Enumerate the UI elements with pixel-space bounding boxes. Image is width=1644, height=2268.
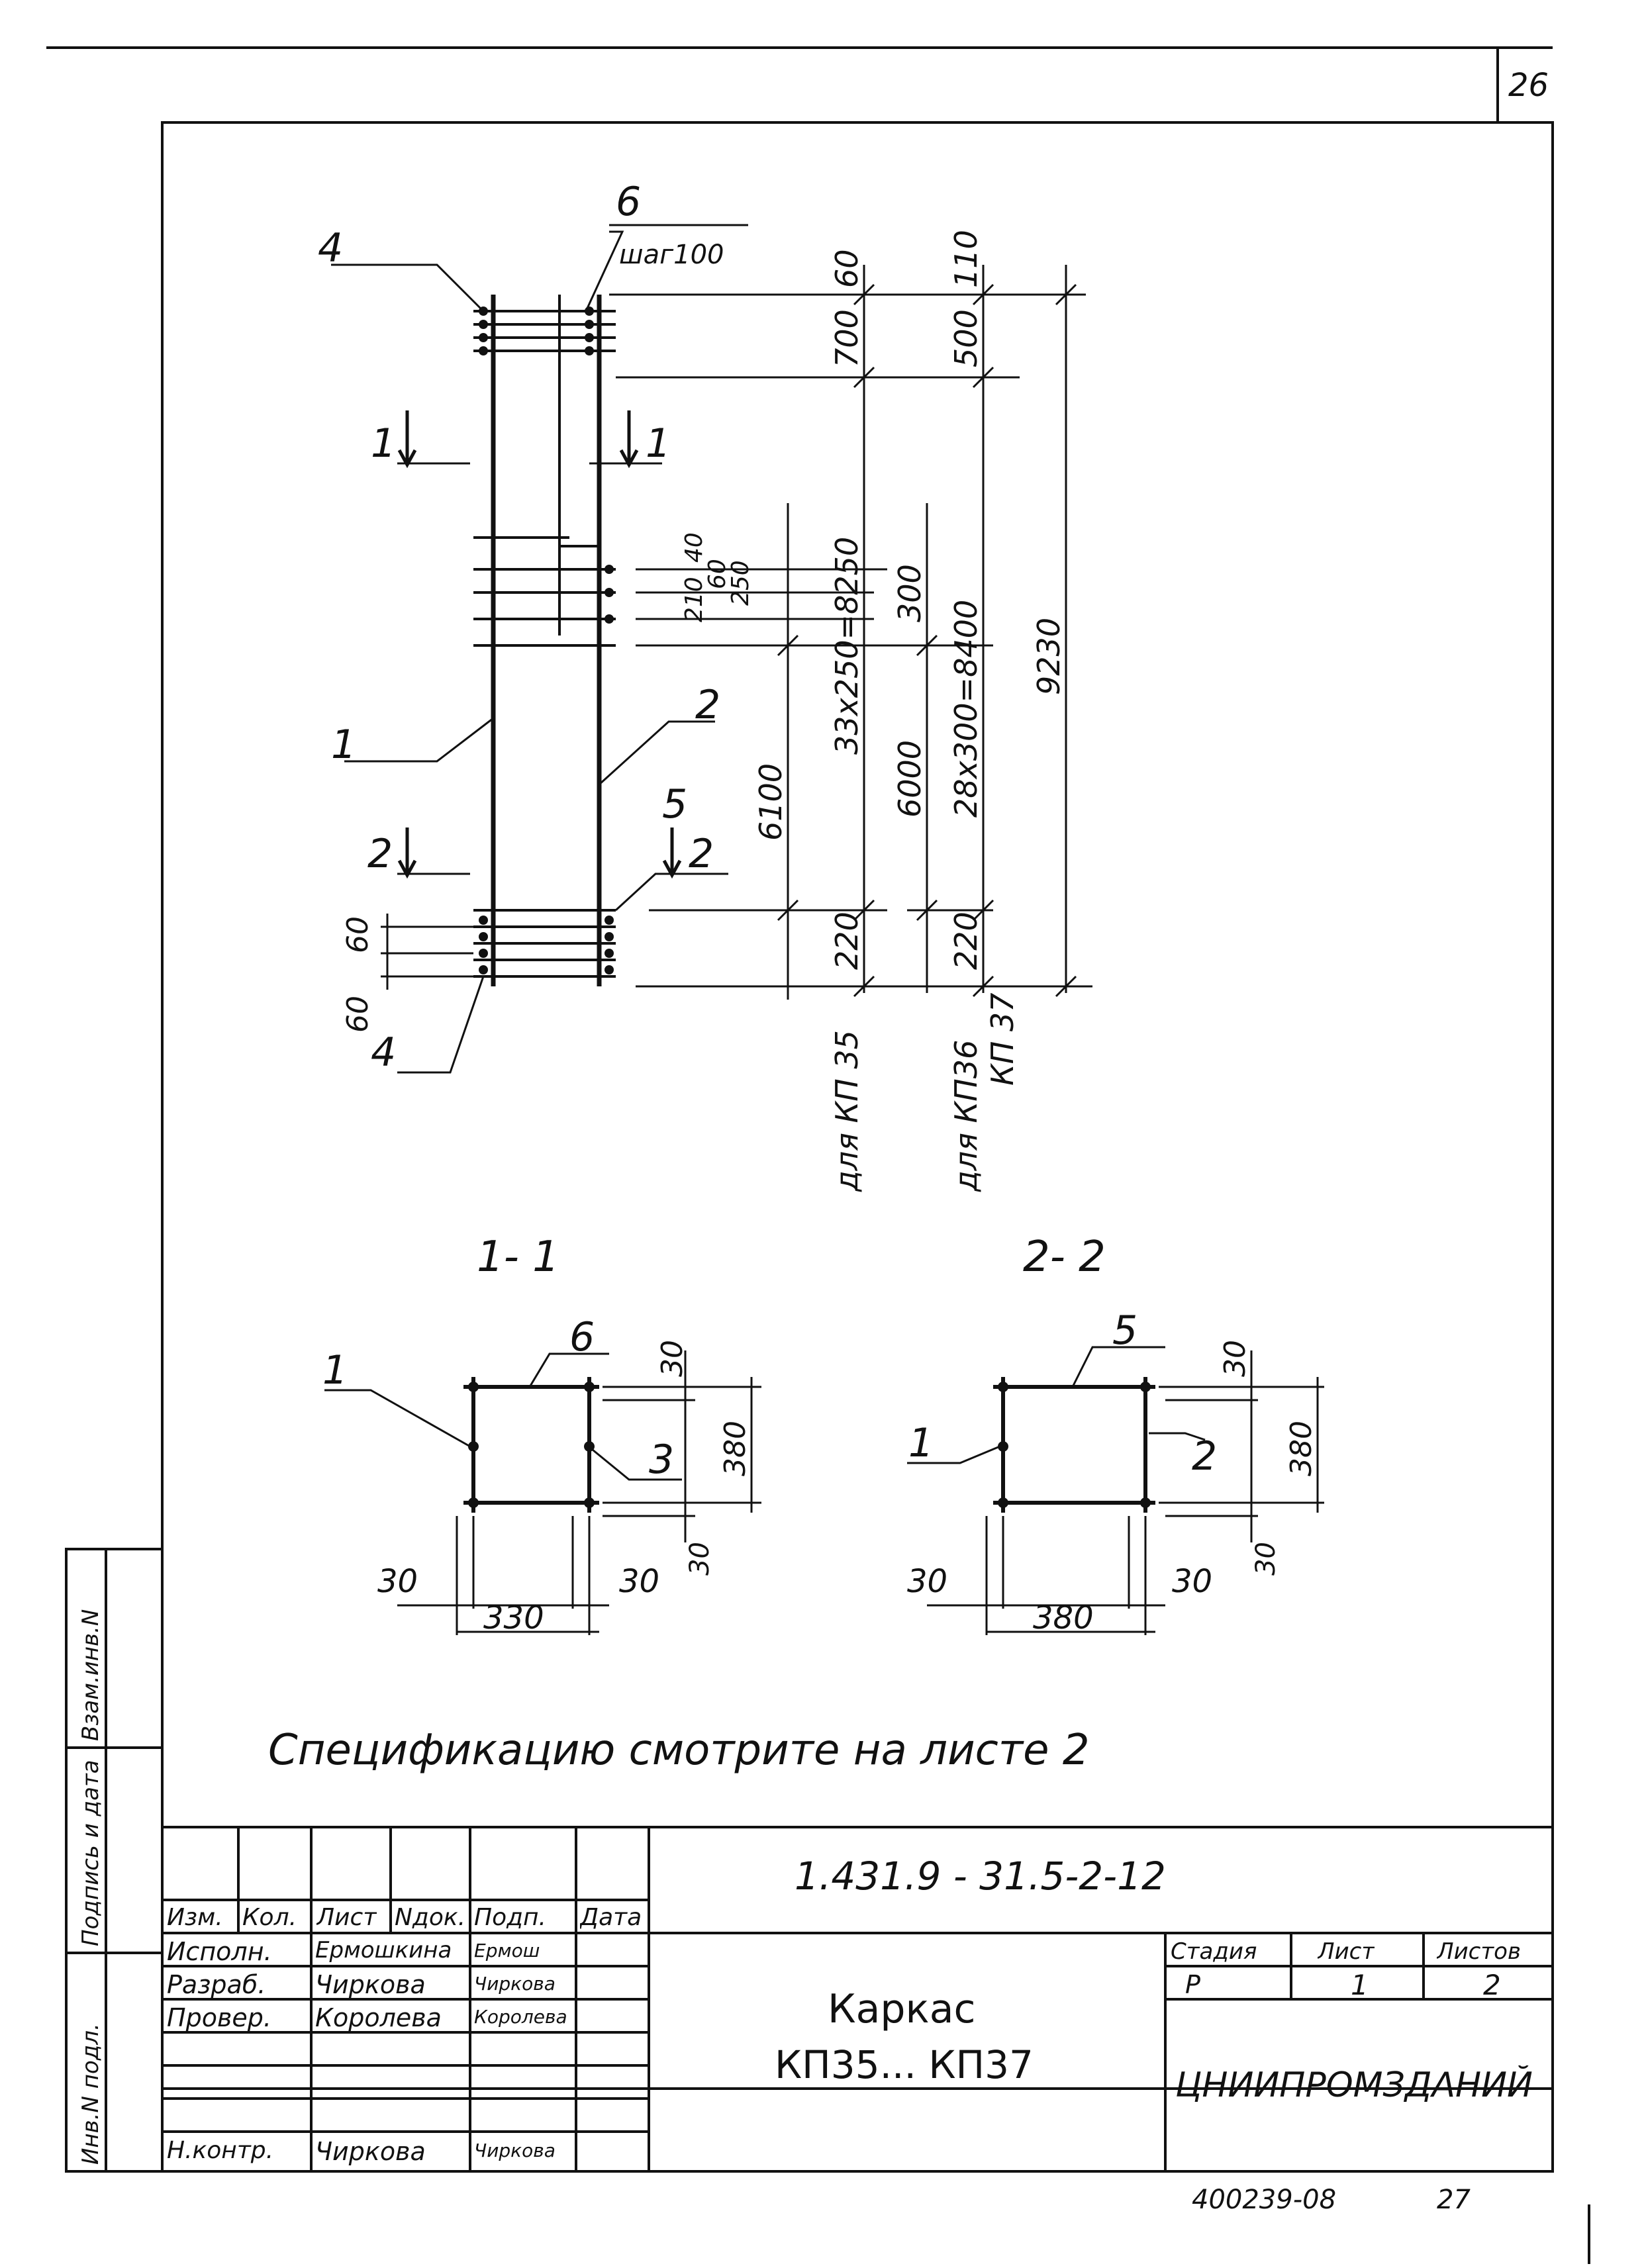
label-kp37: КП 37	[985, 993, 1020, 1086]
role-prover-name: Королева	[315, 2003, 442, 2032]
dim-left-60-bottom: 60	[341, 996, 375, 1033]
role-ispoln-sign: Ермош	[474, 1940, 540, 1961]
section-view-1-1: 1- 1 1 6	[322, 1233, 761, 1636]
drawing-name-line2: КП35... КП37	[775, 2042, 1034, 2087]
dim-left-60-top: 60	[341, 916, 375, 953]
dim-kp35-60: 60	[704, 559, 731, 589]
stage-label: Стадия	[1171, 1938, 1257, 1965]
dim-kp35-top-60: 60	[829, 249, 865, 288]
section-mark-2-right: 2	[689, 831, 714, 877]
role-ispoln-name: Ермошкина	[315, 1937, 452, 1963]
label-kp35: для КП 35	[829, 1030, 865, 1192]
section-title: 1- 1	[477, 1233, 559, 1282]
title-header-izm: Изм.	[167, 1904, 223, 1931]
svg-text:1: 1	[322, 1347, 348, 1394]
footer-code: 400239-08	[1192, 2185, 1337, 2215]
stage-value: Р	[1185, 1970, 1200, 1999]
callout-7: 4	[318, 225, 343, 271]
dim-kp36-500: 500	[948, 309, 984, 367]
dim-kp36-220: 220	[948, 912, 984, 970]
dim-kp36-300: 300	[892, 564, 928, 622]
svg-text:30: 30	[619, 1563, 659, 1600]
svg-text:330: 330	[483, 1599, 544, 1636]
title-header-data: Дата	[580, 1904, 642, 1931]
svg-text:30: 30	[1218, 1340, 1252, 1377]
svg-text:380: 380	[1033, 1599, 1094, 1636]
role-prover: Провер.	[167, 2003, 271, 2032]
spec-note: Спецификацию смотрите на листе 2	[268, 1726, 1090, 1775]
dim-kp35-40: 40	[681, 532, 708, 563]
svg-text:1: 1	[908, 1420, 934, 1466]
title-header-kol: Кол.	[242, 1904, 297, 1931]
dim-kp36-110: 110	[948, 230, 984, 288]
drawing-code: 1.431.9 - 31.5-2-12	[795, 1854, 1166, 1899]
role-nkontr-sign: Чиркова	[474, 2140, 556, 2161]
cage-transverse-bars	[473, 295, 616, 978]
svg-text:380: 380	[718, 1421, 752, 1476]
callout-2: 2	[695, 682, 720, 728]
section-mark-2-left: 2	[367, 831, 393, 877]
title-header-list: Лист	[316, 1904, 377, 1931]
role-prover-sign: Королева	[474, 2006, 567, 2028]
dim-kp35-6100: 6100	[753, 763, 789, 841]
callout-5: 5	[662, 781, 687, 827]
svg-text:2: 2	[1192, 1433, 1217, 1480]
svg-text:6: 6	[569, 1314, 595, 1360]
footer-page: 27	[1437, 2185, 1471, 2215]
sheets-label: Листов	[1437, 1938, 1522, 1965]
svg-text:30: 30	[655, 1340, 689, 1377]
section-mark-1-right: 1	[646, 420, 671, 467]
section-view-2-2: 2- 2 1 5	[907, 1233, 1324, 1636]
svg-text:30: 30	[377, 1563, 418, 1600]
role-nkontr-name: Чиркова	[315, 2137, 426, 2166]
cage-longitudinal-bars	[491, 295, 602, 986]
title-block-grid	[161, 1826, 1554, 2173]
stamp-inv-podl: Инв.N подл.	[77, 2023, 104, 2165]
role-razrab-name: Чиркова	[315, 1970, 426, 1999]
role-razrab: Разраб.	[167, 1970, 266, 1999]
dim-kp35-220: 220	[829, 912, 865, 970]
dim-kp35-250: 250	[727, 560, 754, 606]
stamp-podpis-data: Подпись и дата	[77, 1760, 104, 1946]
sheets-value: 2	[1483, 1969, 1501, 2001]
label-kp36: для КП36	[948, 1040, 984, 1192]
svg-text:30: 30	[1172, 1563, 1212, 1600]
dim-kp35-series: 33x250=8250	[829, 537, 865, 755]
svg-text:5: 5	[1112, 1307, 1137, 1354]
role-nkontr: Н.контр.	[167, 2137, 274, 2164]
callout-6: 6	[616, 179, 641, 225]
svg-text:380: 380	[1284, 1421, 1318, 1476]
drawing-name-line1: Каркас	[828, 1986, 976, 2032]
svg-text:30: 30	[1251, 1542, 1281, 1576]
dim-ticks	[777, 283, 1077, 998]
dim-kp36-series: 28x300=8400	[948, 600, 984, 818]
callout-4: 4	[371, 1029, 396, 1076]
corner-sheet-number: 26	[1508, 67, 1549, 104]
svg-text:30: 30	[685, 1542, 715, 1576]
title-header-podp: Подп.	[474, 1904, 546, 1931]
callout-1: 1	[331, 722, 356, 768]
svg-text:30: 30	[907, 1563, 947, 1600]
callout-6-note: шаг100	[619, 240, 724, 270]
sheet-value: 1	[1351, 1969, 1369, 2001]
section-title: 2- 2	[1023, 1233, 1106, 1282]
role-razrab-sign: Чиркова	[474, 1973, 556, 1995]
organization: ЦНИИПРОМЗДАНИЙ	[1175, 2065, 1533, 2105]
dim-total-9230: 9230	[1031, 618, 1067, 695]
dim-kp36-6000: 6000	[892, 740, 928, 818]
role-ispoln: Исполн.	[167, 1937, 272, 1966]
stamp-vzam-inv: Взам.инв.N	[77, 1609, 104, 1741]
sheet-label: Лист	[1318, 1938, 1375, 1965]
section-mark-1-left: 1	[371, 420, 396, 467]
svg-text:3: 3	[649, 1437, 674, 1483]
cage-bar-dots	[479, 307, 614, 974]
title-header-ndok: Nдок.	[395, 1904, 466, 1931]
dim-kp35-700: 700	[829, 309, 865, 367]
dim-kp35-210: 210	[681, 577, 708, 622]
